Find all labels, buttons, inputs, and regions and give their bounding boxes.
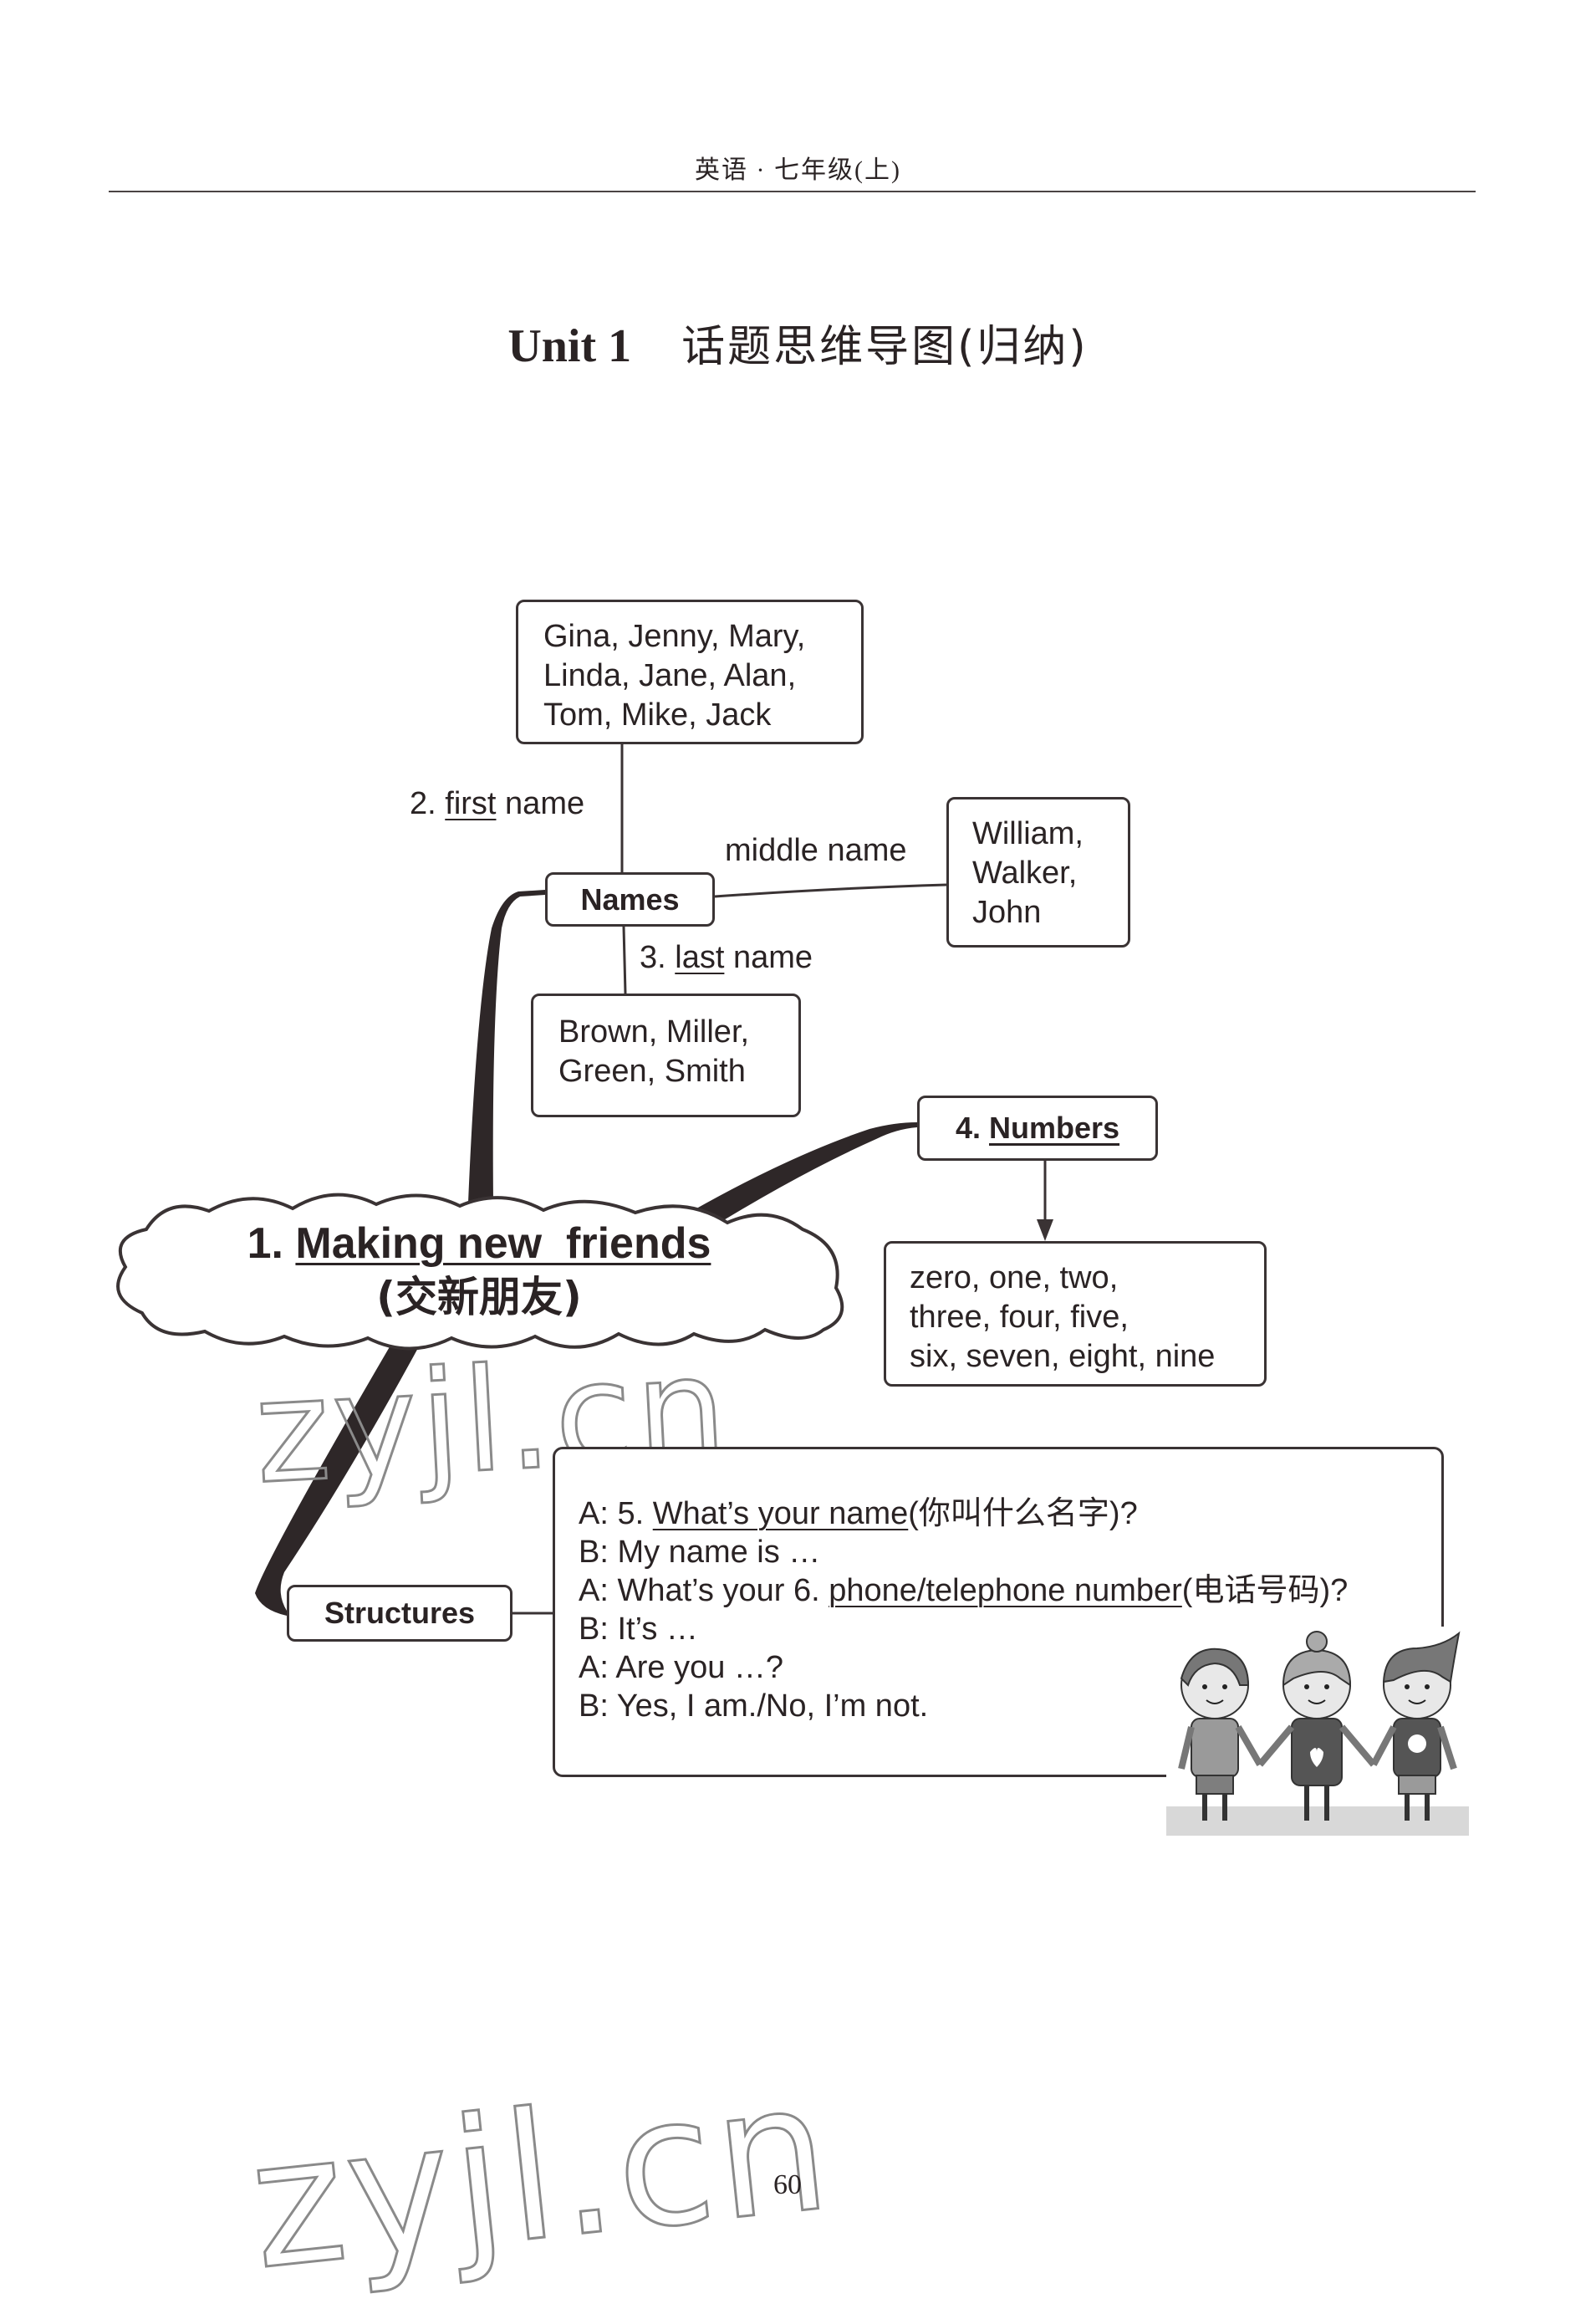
- dialog-prefix: 5.: [617, 1496, 645, 1531]
- numbers-examples-box: zero, one, two, three, four, five, six, …: [884, 1241, 1267, 1387]
- numbers-line: six, seven, eight, nine: [910, 1339, 1216, 1374]
- dialog-speaker: A:: [579, 1650, 609, 1685]
- middle-name-examples-box: William, Walker, John: [946, 797, 1130, 948]
- child-girl-middle: [1257, 1631, 1377, 1821]
- first-name-link-label: 2. first name: [410, 786, 584, 822]
- numbers-answer: Numbers: [989, 1111, 1120, 1145]
- connector-middle-name: [714, 883, 947, 898]
- children-illustration: [1166, 1627, 1469, 1836]
- child-boy-left: [1178, 1647, 1263, 1821]
- branch-names: [468, 890, 545, 1203]
- last-name-number: 3.: [640, 940, 666, 975]
- structures-node: Structures: [287, 1585, 512, 1642]
- connector-last-name: [622, 926, 627, 994]
- first-name-examples-box: Gina, Jenny, Mary, Linda, Jane, Alan, To…: [516, 600, 864, 744]
- numbers-number: 4.: [955, 1111, 981, 1145]
- title-unit: Unit 1: [507, 320, 632, 372]
- last-name-line: Green, Smith: [558, 1054, 746, 1089]
- dialog-text: My name is …: [617, 1535, 821, 1570]
- smiley-icon: [1408, 1734, 1426, 1753]
- header-rule: [109, 191, 1476, 192]
- middle-name-line: Walker,: [972, 856, 1078, 891]
- dialog-suffix: (你叫什么名字)?: [908, 1496, 1138, 1531]
- child-boy-right: [1370, 1631, 1461, 1821]
- last-name-examples-box: Brown, Miller, Green, Smith: [531, 994, 801, 1117]
- dialog-line: B: My name is …: [579, 1533, 1441, 1571]
- central-topic-answer: Making new friends: [295, 1219, 711, 1268]
- last-name-suffix: name: [732, 940, 813, 975]
- central-topic-cn: (交新朋友): [376, 1273, 582, 1321]
- page-title: Unit 1 话题思维导图(归纳): [0, 311, 1596, 374]
- dialog-line: B: It’s …: [579, 1610, 1441, 1648]
- dialog-answer: phone/telephone number: [829, 1573, 1182, 1608]
- middle-name-line: William,: [972, 816, 1084, 851]
- central-topic: 1. Making new friends (交新朋友): [111, 1217, 847, 1324]
- mind-map-connectors: [116, 744, 1053, 1616]
- last-name-link-label: 3. last name: [640, 940, 813, 976]
- page-number: 60: [773, 2169, 802, 2200]
- last-name-line: Brown, Miller,: [558, 1014, 750, 1050]
- title-topic: 话题思维导图(归纳): [681, 322, 1089, 372]
- heart-icon: [1310, 1748, 1323, 1767]
- dialog-speaker: B:: [579, 1535, 609, 1570]
- dialog-speaker: B:: [579, 1688, 609, 1724]
- numbers-line: zero, one, two,: [910, 1260, 1119, 1295]
- dialog-text: It’s …: [617, 1612, 698, 1647]
- dialog-line: A: 5. What’s your name(你叫什么名字)?: [579, 1494, 1441, 1533]
- dialog-answer: What’s your name: [652, 1496, 909, 1531]
- dialog-suffix: (电话号码)?: [1181, 1573, 1349, 1608]
- first-name-line: Gina, Jenny, Mary,: [543, 619, 806, 654]
- running-head: 英语 · 七年级(上): [695, 156, 901, 184]
- dialog-speaker: A:: [579, 1496, 609, 1531]
- dialog-line: A: Are you …?: [579, 1648, 1441, 1687]
- names-node: Names: [545, 872, 715, 927]
- cloud-shape: [116, 1193, 844, 1351]
- middle-name-link-label: middle name: [725, 833, 907, 868]
- last-name-answer: last: [675, 940, 725, 975]
- branch-structures: [255, 1330, 428, 1616]
- dialog-text: Are you …?: [615, 1650, 784, 1685]
- central-topic-en: 1. Making new friends: [111, 1217, 847, 1270]
- numbers-line: three, four, five,: [910, 1300, 1129, 1335]
- arrow-down-icon: [1037, 1219, 1053, 1241]
- dialog-line: B: Yes, I am./No, I’m not.: [579, 1687, 1441, 1725]
- middle-name-line: John: [972, 895, 1042, 930]
- ground: [1166, 1806, 1469, 1836]
- dialog-speaker: A:: [579, 1573, 609, 1608]
- numbers-node: 4. Numbers: [917, 1096, 1158, 1161]
- dialog-speaker: B:: [579, 1612, 609, 1647]
- first-name-line: Linda, Jane, Alan,: [543, 658, 797, 693]
- dialog-prefix: What’s your 6.: [617, 1573, 820, 1608]
- dialog-line: A: What’s your 6. phone/telephone number…: [579, 1571, 1441, 1610]
- first-name-line: Tom, Mike, Jack: [543, 697, 772, 733]
- central-topic-number: 1.: [247, 1219, 283, 1268]
- first-name-number: 2.: [410, 786, 436, 821]
- first-name-answer: first: [445, 786, 497, 821]
- dialog-text: Yes, I am./No, I’m not.: [616, 1688, 929, 1724]
- first-name-suffix: name: [505, 786, 585, 821]
